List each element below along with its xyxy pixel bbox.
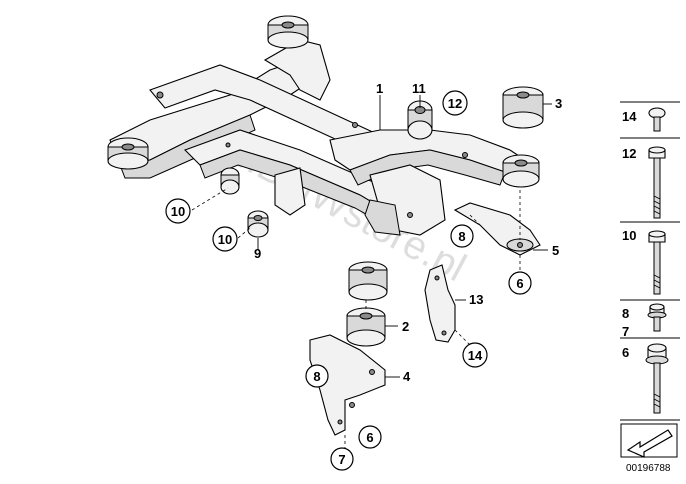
callout-circle-6-right: 6 xyxy=(508,271,532,295)
bracket-part-4 xyxy=(309,334,386,436)
svg-text:8: 8 xyxy=(313,369,320,384)
fastener-label-10: 10 xyxy=(622,228,636,243)
rubber-mount-part-2 xyxy=(346,307,386,347)
callout-1: 1 xyxy=(376,81,383,96)
callout-circle-12: 12 xyxy=(442,90,468,116)
svg-text:12: 12 xyxy=(448,96,462,111)
strut-part-13 xyxy=(424,264,456,343)
callout-circle-10-lower: 10 xyxy=(212,226,238,252)
leader-lines xyxy=(191,95,552,450)
fastener-panel: 14 12 10 8 7 6 xyxy=(620,101,680,421)
fastener-label-7: 7 xyxy=(622,324,629,339)
callout-2: 2 xyxy=(402,319,409,334)
flange-bolt-icon xyxy=(645,343,669,414)
callout-5: 5 xyxy=(552,243,559,258)
direction-arrow-box xyxy=(620,423,678,458)
hex-bolt-icon xyxy=(648,230,666,295)
bush-part-11 xyxy=(407,100,433,140)
diagram-reference-number: 00196788 xyxy=(626,463,671,474)
callout-4: 4 xyxy=(403,369,411,384)
callout-circle-8-lower: 8 xyxy=(305,364,329,388)
short-bolt-icon xyxy=(647,303,667,332)
carrier-mount-front-right xyxy=(502,154,540,188)
svg-text:10: 10 xyxy=(218,232,232,247)
svg-text:6: 6 xyxy=(366,430,373,445)
callout-11: 11 xyxy=(412,81,426,96)
callout-9: 9 xyxy=(254,246,261,261)
fastener-label-8: 8 xyxy=(622,306,629,321)
svg-text:14: 14 xyxy=(468,348,483,363)
svg-text:6: 6 xyxy=(516,276,523,291)
fastener-label-14: 14 xyxy=(622,109,637,124)
carrier-mount-rear-left xyxy=(107,137,149,170)
fastener-label-6: 6 xyxy=(622,345,629,360)
carrier-mount-front-left xyxy=(267,15,309,49)
svg-text:10: 10 xyxy=(171,204,185,219)
long-hex-bolt-icon xyxy=(648,146,666,219)
callout-circle-8-right: 8 xyxy=(450,224,474,248)
callout-circle-6-lower: 6 xyxy=(358,425,382,449)
bracket-part-5 xyxy=(453,202,541,256)
rubber-mount-part-3 xyxy=(502,86,544,129)
rear-axle-carrier xyxy=(109,39,527,236)
bush-part-10-upper xyxy=(220,167,240,195)
callout-circle-10-upper: 10 xyxy=(165,198,191,224)
push-clip-icon xyxy=(648,107,666,132)
callout-3: 3 xyxy=(555,96,562,111)
bush-part-10-lower xyxy=(247,210,269,238)
callout-circle-7: 7 xyxy=(330,447,354,471)
carrier-mount-rear-right xyxy=(348,261,388,301)
svg-text:7: 7 xyxy=(338,452,345,467)
callout-circle-14: 14 xyxy=(462,342,488,368)
fastener-label-12: 12 xyxy=(622,146,636,161)
callout-13: 13 xyxy=(469,292,483,307)
svg-text:8: 8 xyxy=(458,229,465,244)
